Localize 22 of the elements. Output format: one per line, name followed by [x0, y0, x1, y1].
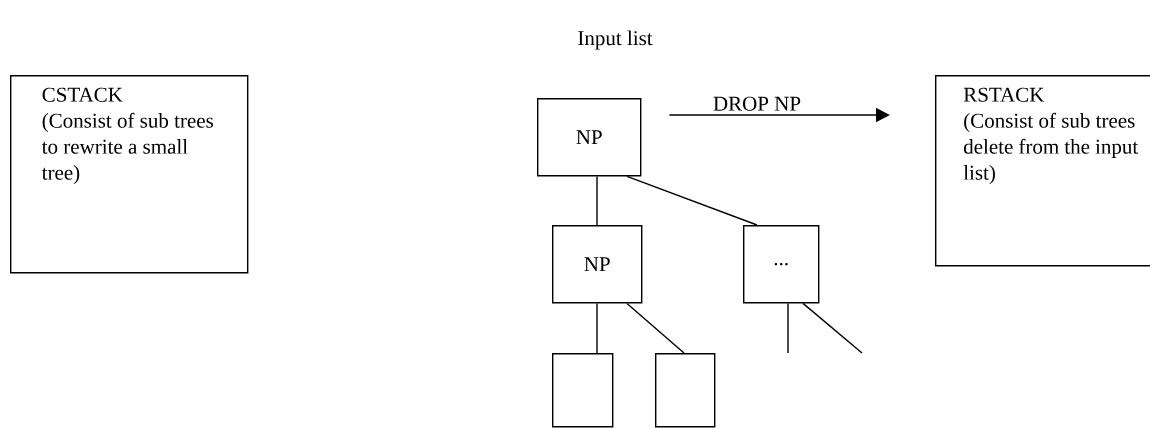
- connector-line: [802, 302, 863, 354]
- connector-line: [596, 302, 598, 354]
- connector-line: [626, 175, 758, 226]
- edge-label: DROP NP: [711, 95, 803, 112]
- node-label: NP: [584, 257, 610, 272]
- node-label: ...: [774, 262, 788, 266]
- connector-line: [596, 175, 598, 226]
- diagram-label: Input list: [578, 30, 653, 50]
- box-description: (Consist of sub trees delete from the input list): [963, 112, 1139, 185]
- stack-box: [10, 75, 249, 274]
- empty-tree-box: [552, 353, 614, 428]
- empty-tree-box: [655, 353, 716, 428]
- node-label: NP: [576, 130, 602, 145]
- tree-node-box: [537, 98, 642, 177]
- tree-node-box: [552, 225, 643, 304]
- box-description: (Consist of sub trees to rewrite a small tree): [41, 112, 213, 185]
- box-heading: CSTACK: [42, 87, 123, 102]
- box-heading: RSTACK: [963, 87, 1045, 102]
- connector-line: [787, 302, 789, 354]
- connector-line: [626, 302, 685, 354]
- stack-box: [935, 75, 1150, 267]
- tree-node-box: [743, 225, 820, 304]
